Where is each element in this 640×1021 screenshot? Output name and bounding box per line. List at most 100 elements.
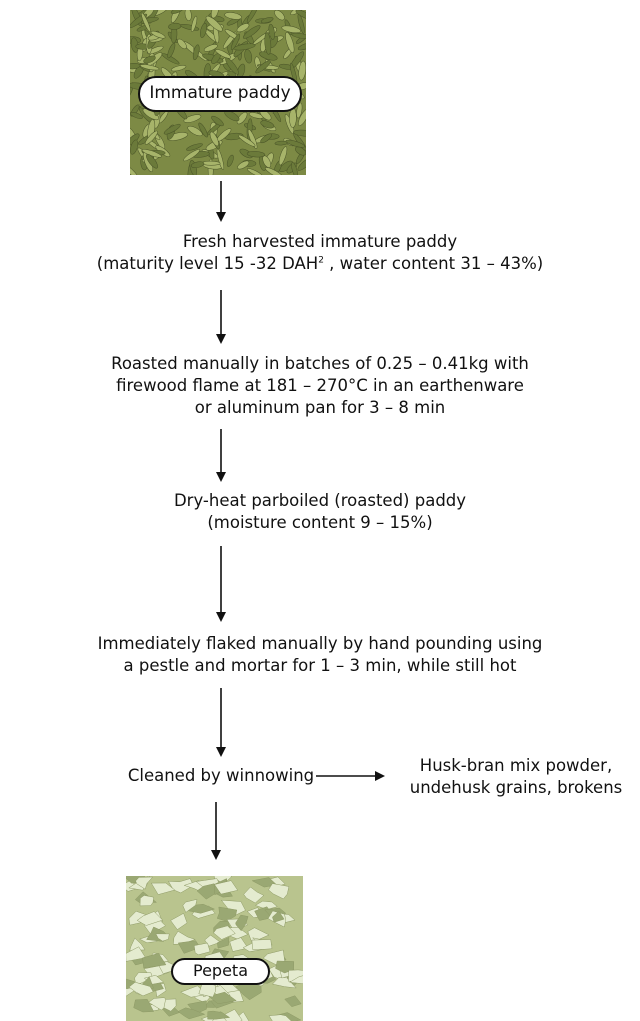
pepeta-flake xyxy=(155,933,170,942)
paddy-grain xyxy=(198,122,208,138)
flake-texture xyxy=(126,876,303,1021)
immature-paddy-label: Immature paddy xyxy=(138,76,302,112)
paddy-grain xyxy=(186,143,203,151)
pepeta-label: Pepeta xyxy=(171,958,270,985)
paddy-grain xyxy=(285,139,306,148)
paddy-grain xyxy=(168,22,182,30)
paddy-grain xyxy=(211,10,219,19)
pepeta-flake xyxy=(214,880,239,895)
paddy-grain xyxy=(205,15,223,32)
paddy-grain xyxy=(140,64,160,71)
paddy-grain xyxy=(260,133,272,144)
paddy-grain xyxy=(167,42,176,59)
paddy-grain xyxy=(268,23,275,40)
step-roasting-line1: Roasted manually in batches of 0.25 – 0.… xyxy=(111,354,529,373)
paddy-grain xyxy=(190,15,198,32)
pepeta-flake xyxy=(193,942,211,956)
pepeta-flake xyxy=(128,981,154,997)
paddy-grain xyxy=(291,162,298,175)
pepeta-flake xyxy=(136,911,164,926)
pepeta-flake xyxy=(207,1010,231,1020)
pepeta-flake xyxy=(272,977,297,989)
paddy-grain xyxy=(244,49,253,64)
pepeta-flake xyxy=(217,936,230,949)
paddy-grain xyxy=(150,30,166,39)
pepeta-flake xyxy=(235,981,262,1001)
byproduct-text: Husk-bran mix powder, undehusk grains, b… xyxy=(392,755,640,799)
paddy-grain xyxy=(246,151,266,158)
paddy-grain xyxy=(291,32,306,39)
paddy-grain xyxy=(199,22,208,38)
paddy-grain xyxy=(278,146,288,166)
pepeta-flake xyxy=(133,999,155,1013)
paddy-grain xyxy=(247,168,264,175)
paddy-grain xyxy=(183,149,201,162)
pepeta-flake xyxy=(198,981,216,998)
step-flaking: Immediately flaked manually by hand poun… xyxy=(0,633,640,677)
step-roasting: Roasted manually in batches of 0.25 – 0.… xyxy=(0,353,640,419)
paddy-grain xyxy=(237,160,250,170)
paddy-grain xyxy=(183,114,202,123)
paddy-grain xyxy=(298,60,306,81)
pepeta-flake xyxy=(150,882,176,895)
pepeta-flake xyxy=(216,906,238,922)
step-parboiled-line2: (moisture content 9 – 15%) xyxy=(207,513,433,532)
paddy-grain xyxy=(224,12,242,20)
paddy-grain xyxy=(130,139,139,155)
pepeta-flake xyxy=(208,991,237,1005)
pepeta-flake xyxy=(251,939,273,950)
pepeta-flake xyxy=(182,898,198,913)
paddy-grain xyxy=(297,42,306,51)
paddy-grain xyxy=(246,10,259,23)
pepeta-flake xyxy=(284,995,302,1007)
step-fresh-harvest: Fresh harvested immature paddy (maturity… xyxy=(0,231,640,275)
pepeta-flake xyxy=(135,876,154,890)
paddy-grain xyxy=(190,161,205,169)
paddy-grain xyxy=(226,154,234,167)
pepeta-flake xyxy=(139,895,154,907)
paddy-grain xyxy=(295,10,306,21)
pepeta-flake xyxy=(272,910,285,923)
step-roasting-line2: firewood flame at 181 – 270°C in an eart… xyxy=(116,376,524,395)
pepeta-flake xyxy=(213,925,236,940)
step-flaking-line1: Immediately flaked manually by hand poun… xyxy=(97,634,543,653)
paddy-grain xyxy=(236,23,250,33)
paddy-grain xyxy=(236,111,248,125)
paddy-grain xyxy=(215,49,232,59)
pepeta-flake xyxy=(168,878,194,894)
paddy-grain xyxy=(274,10,285,21)
paddy-grain xyxy=(298,109,306,126)
paddy-grain xyxy=(260,120,275,129)
paddy-grain xyxy=(255,60,271,74)
paddy-grain xyxy=(281,25,301,34)
paddy-grain xyxy=(285,31,295,54)
step-winnowing-line1: Cleaned by winnowing xyxy=(127,766,315,785)
step-fresh-harvest-line2: (maturity level 15 -32 DAH2 , water cont… xyxy=(96,254,544,273)
paddy-grain xyxy=(297,158,306,171)
pepeta-photo xyxy=(126,876,303,1021)
pepeta-flake xyxy=(177,1007,206,1020)
paddy-grain xyxy=(170,10,184,14)
pepeta-flake xyxy=(204,934,221,947)
pepeta-flake xyxy=(126,946,147,962)
byproduct-line2: undehusk grains, brokens xyxy=(409,778,623,797)
paddy-grain xyxy=(192,44,200,61)
paddy-grain xyxy=(144,130,158,145)
paddy-grain xyxy=(264,32,272,55)
paddy-grain xyxy=(184,10,192,22)
step-fresh-harvest-line1: Fresh harvested immature paddy xyxy=(182,232,458,251)
pepeta-flake xyxy=(288,975,303,985)
paddy-grain xyxy=(163,123,181,135)
step-parboiled-paddy: Dry-heat parboiled (roasted) paddy (mois… xyxy=(0,490,640,534)
paddy-grain xyxy=(130,111,143,119)
pepeta-flake xyxy=(142,953,167,969)
step-parboiled-line1: Dry-heat parboiled (roasted) paddy xyxy=(173,491,467,510)
paddy-grain xyxy=(141,12,151,32)
paddy-grain xyxy=(260,17,274,24)
paddy-grain xyxy=(143,55,156,64)
pepeta-flake xyxy=(220,899,246,916)
pepeta-flake xyxy=(235,914,249,932)
paddy-grain xyxy=(238,134,256,147)
paddy-grain xyxy=(211,115,224,127)
paddy-grain xyxy=(265,167,284,175)
